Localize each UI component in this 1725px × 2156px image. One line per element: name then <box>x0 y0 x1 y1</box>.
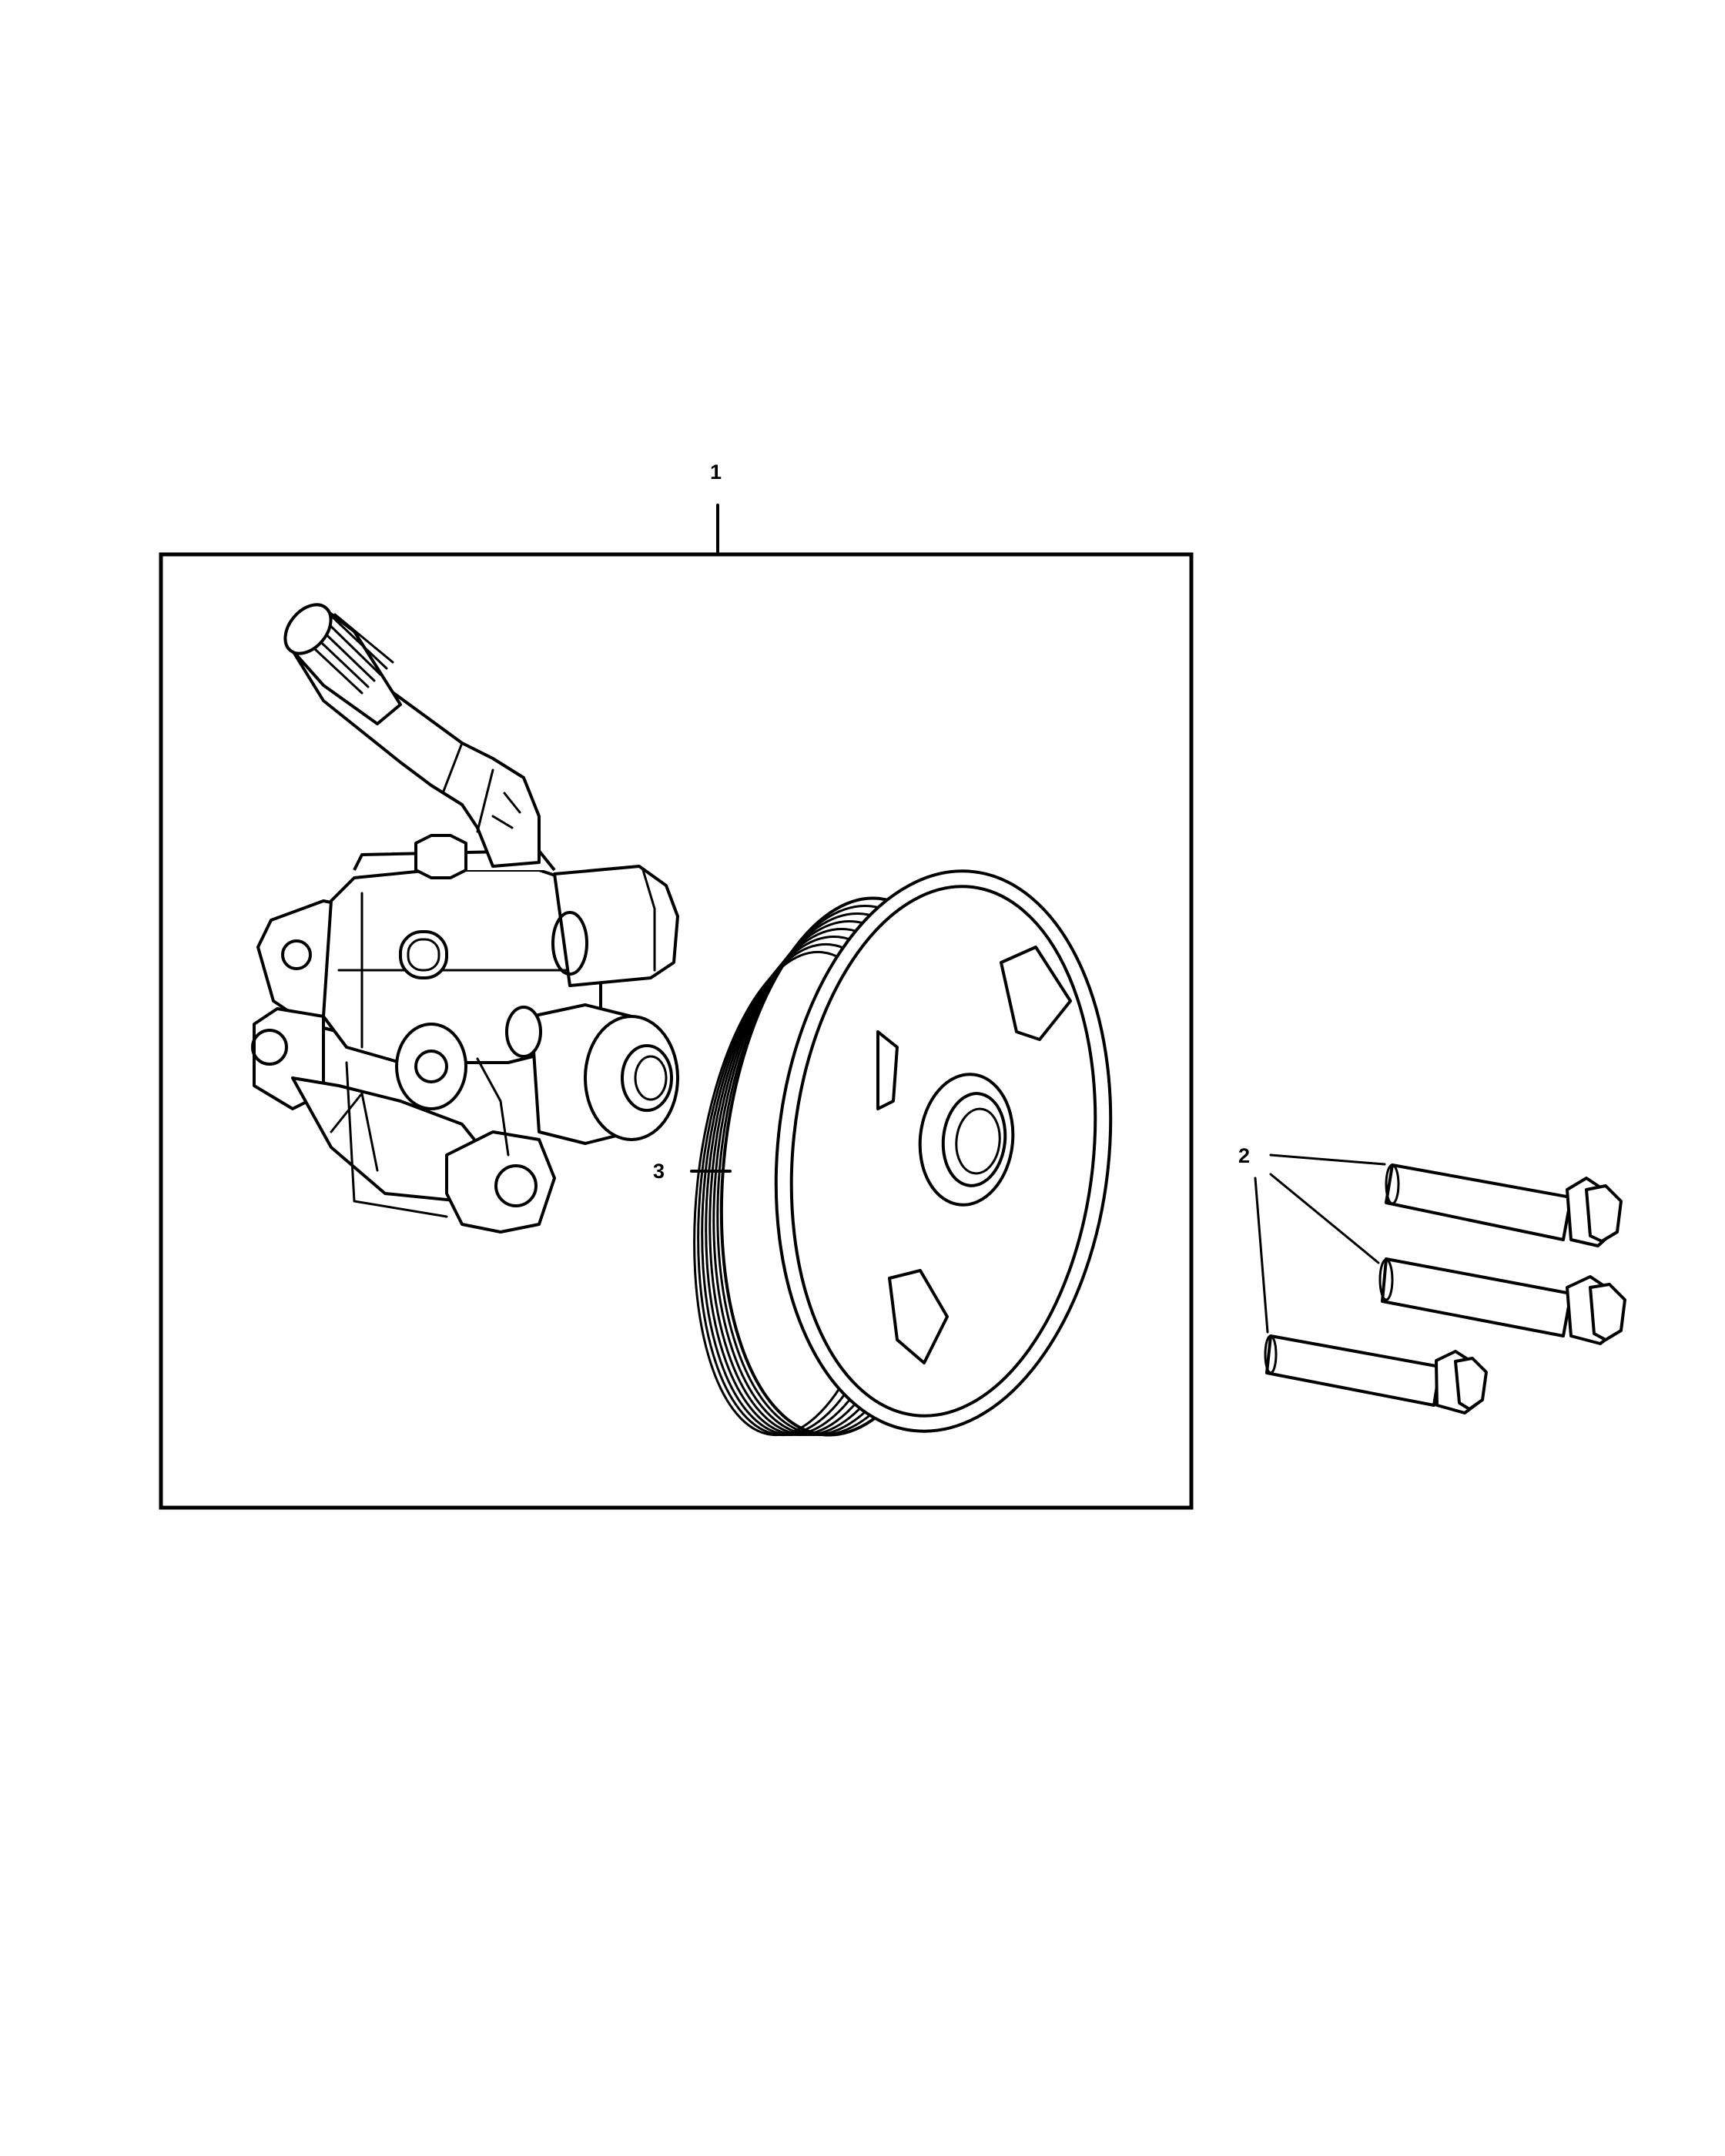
pulley <box>693 869 1113 1437</box>
bolt-middle <box>1378 1257 1626 1345</box>
power-steering-pump <box>251 603 679 1234</box>
callout-1: 1 <box>710 460 722 484</box>
leader-line-2a <box>1269 1153 1386 1166</box>
callout-3: 3 <box>653 1160 665 1183</box>
leader-line-2c <box>1254 1177 1269 1334</box>
bolt-upper <box>1385 1163 1623 1247</box>
leader-line-2b <box>1269 1173 1380 1264</box>
bolt-lower <box>1264 1334 1488 1414</box>
assembly-box <box>159 552 1194 1510</box>
callout-2: 2 <box>1238 1144 1251 1167</box>
